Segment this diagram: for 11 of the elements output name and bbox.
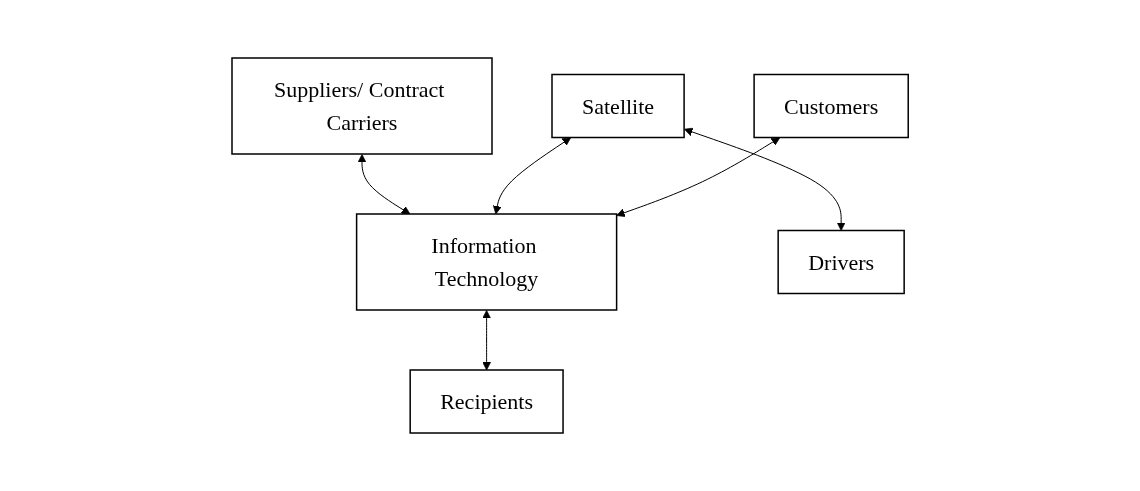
node-box: Drivers xyxy=(777,229,905,295)
node-box: Customers xyxy=(753,73,909,139)
arrow xyxy=(616,137,780,217)
node-box: Suppliers/ Contract Carriers xyxy=(231,57,493,155)
arrow xyxy=(492,137,571,215)
node-box: Recipients xyxy=(409,369,564,434)
node-box: Satellite xyxy=(551,73,685,139)
arrow xyxy=(482,310,491,371)
node-box: Information Technology xyxy=(355,213,618,311)
arrow xyxy=(357,154,411,215)
arrow xyxy=(683,127,846,231)
